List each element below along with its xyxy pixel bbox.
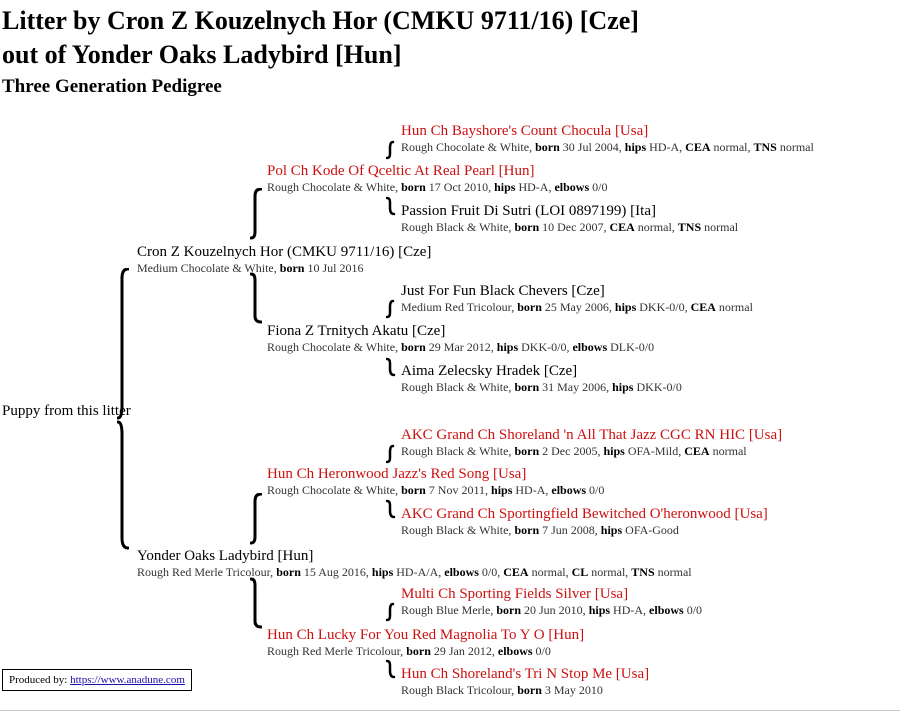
- dog-name: Passion Fruit Di Sutri (LOI 0897199) [It…: [401, 203, 656, 219]
- dog-name: Hun Ch Heronwood Jazz's Red Song [Usa]: [267, 466, 527, 482]
- page-title-line-2: out of Yonder Oaks Ladybird [Hun]: [2, 40, 402, 69]
- dog-name: Hun Ch Shoreland's Tri N Stop Me [Usa]: [401, 666, 650, 682]
- dog-sire-sire: Pol Ch Kode Of Qceltic At Real Pearl [Hu…: [267, 162, 607, 195]
- dog-sire-dam-sire: Just For Fun Black Chevers [Cze] Medium …: [401, 282, 753, 315]
- dog-details: Medium Red Tricolour, born 25 May 2006, …: [401, 300, 753, 314]
- dsd-curl: [386, 499, 396, 519]
- dog-name: AKC Grand Ch Sportingfield Bewitched O'h…: [401, 506, 768, 522]
- dog-name: Just For Fun Black Chevers [Cze]: [401, 283, 605, 299]
- anadune-link[interactable]: https://www.anadune.com: [70, 674, 185, 686]
- ddd-curl: [386, 659, 396, 679]
- sire-sire-brace: [250, 188, 262, 240]
- produced-by-box: Produced by: https://www.anadune.com: [2, 669, 192, 691]
- dog-details: Rough Black & White, born 7 Jun 2008, hi…: [401, 523, 679, 537]
- dam-dam-brace: [250, 577, 262, 629]
- page-title-line-1: Litter by Cron Z Kouzelnych Hor (CMKU 97…: [2, 6, 639, 35]
- dog-name: Pol Ch Kode Of Qceltic At Real Pearl [Hu…: [267, 163, 535, 179]
- dog-details: Rough Chocolate & White, born 7 Nov 2011…: [267, 483, 605, 497]
- dog-details: Rough Red Merle Tricolour, born 15 Aug 2…: [137, 565, 692, 579]
- dog-details: Rough Red Merle Tricolour, born 29 Jan 2…: [267, 644, 551, 658]
- produced-by-label: Produced by:: [9, 674, 71, 686]
- dog-name: Yonder Oaks Ladybird [Hun]: [137, 548, 314, 564]
- dog-name: Aima Zelecsky Hradek [Cze]: [401, 363, 578, 379]
- sss-curl: [386, 140, 395, 160]
- sdd-curl: [386, 357, 396, 377]
- dog-details: Rough Black & White, born 31 May 2006, h…: [401, 380, 682, 394]
- dds-curl: [386, 602, 395, 622]
- dog-sire-dam: Fiona Z Trnitych Akatu [Cze] Rough Choco…: [267, 322, 654, 355]
- dog-name: Hun Ch Bayshore's Count Chocula [Usa]: [401, 123, 649, 139]
- dss-curl: [386, 444, 395, 464]
- dog-name: Multi Ch Sporting Fields Silver [Usa]: [401, 586, 629, 602]
- dam-sire-brace: [250, 493, 262, 545]
- dog-dam: Yonder Oaks Ladybird [Hun] Rough Red Mer…: [137, 547, 692, 580]
- puppy-label: Puppy from this litter: [2, 403, 131, 419]
- ssd-curl: [386, 196, 396, 216]
- dog-name: Fiona Z Trnitych Akatu [Cze]: [267, 323, 446, 339]
- dog-details: Rough Black & White, born 10 Dec 2007, C…: [401, 220, 739, 234]
- dog-name: AKC Grand Ch Shoreland 'n All That Jazz …: [401, 427, 783, 443]
- bottom-divider: [0, 710, 900, 711]
- dog-dam-dam: Hun Ch Lucky For You Red Magnolia To Y O…: [267, 626, 584, 659]
- dog-details: Rough Black Tricolour, born 3 May 2010: [401, 683, 603, 697]
- dog-sire: Cron Z Kouzelnych Hor (CMKU 9711/16) [Cz…: [137, 243, 431, 276]
- dog-sire-sire-dam: Passion Fruit Di Sutri (LOI 0897199) [It…: [401, 202, 738, 235]
- dog-details: Rough Chocolate & White, born 30 Jul 200…: [401, 140, 814, 154]
- dog-details: Rough Chocolate & White, born 17 Oct 201…: [267, 180, 608, 194]
- dog-dam-sire-sire: AKC Grand Ch Shoreland 'n All That Jazz …: [401, 426, 782, 459]
- dog-dam-dam-sire: Multi Ch Sporting Fields Silver [Usa] Ro…: [401, 585, 702, 618]
- sire-dam-brace: [250, 272, 262, 324]
- dog-details: Rough Blue Merle, born 20 Jun 2010, hips…: [401, 603, 703, 617]
- dog-name: Hun Ch Lucky For You Red Magnolia To Y O…: [267, 627, 585, 643]
- sire-brace: [117, 268, 129, 420]
- dog-dam-sire: Hun Ch Heronwood Jazz's Red Song [Usa] R…: [267, 465, 604, 498]
- dog-details: Rough Black & White, born 2 Dec 2005, hi…: [401, 444, 747, 458]
- dog-sire-sire-sire: Hun Ch Bayshore's Count Chocula [Usa] Ro…: [401, 122, 814, 155]
- dog-name: Cron Z Kouzelnych Hor (CMKU 9711/16) [Cz…: [137, 244, 432, 260]
- dog-dam-sire-dam: AKC Grand Ch Sportingfield Bewitched O'h…: [401, 505, 768, 538]
- dog-sire-dam-dam: Aima Zelecsky Hradek [Cze] Rough Black &…: [401, 362, 682, 395]
- dog-details: Rough Chocolate & White, born 29 Mar 201…: [267, 340, 655, 354]
- page-subtitle: Three Generation Pedigree: [2, 76, 222, 97]
- sds-curl: [386, 299, 395, 319]
- dog-dam-dam-dam: Hun Ch Shoreland's Tri N Stop Me [Usa] R…: [401, 665, 649, 698]
- dam-brace: [117, 420, 129, 550]
- dog-details: Medium Chocolate & White, born 10 Jul 20…: [137, 261, 364, 275]
